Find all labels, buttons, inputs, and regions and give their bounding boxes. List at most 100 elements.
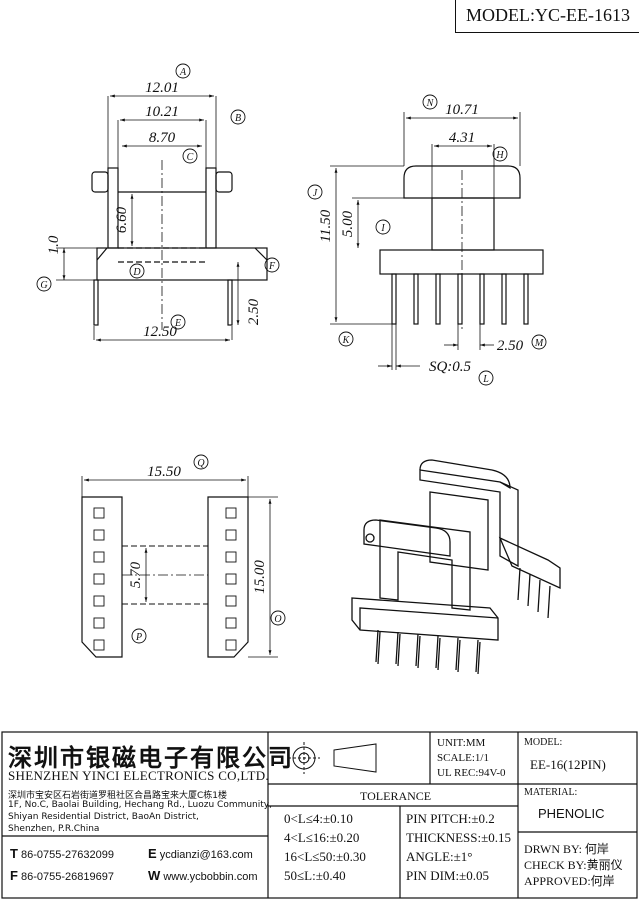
callout-i: I [380, 223, 385, 234]
address-line-3: Shenzhen, P.R.China [8, 824, 100, 834]
callout-m: M [534, 338, 544, 349]
bottom-view [81, 496, 249, 658]
front-right-pin [227, 279, 233, 326]
callout-k: K [342, 335, 351, 346]
iso-core [429, 491, 489, 571]
dim-c: 8.70 [149, 130, 176, 146]
dim-m: 2.50 [497, 338, 524, 354]
side-dimension-lines [330, 112, 521, 370]
bottom-dimension-lines [81, 476, 278, 658]
web-label: W [148, 868, 161, 883]
callout-e: E [174, 318, 181, 329]
dim-o: 15.00 [252, 560, 268, 594]
front-dimension-lines [56, 94, 240, 342]
tolerance-angle: ANGLE:±1° [406, 849, 473, 864]
front-right-tab [215, 171, 233, 193]
front-right-flange [205, 167, 217, 249]
company-name-en: SHENZHEN YINCI ELECTRONICS CO,LTD. [8, 768, 269, 783]
dim-p: 5.70 [128, 561, 144, 588]
tolerance-pin-pitch: PIN PITCH:±0.2 [406, 811, 495, 826]
side-core [431, 197, 495, 251]
callout-q: Q [197, 458, 205, 469]
dim-e: 12.50 [143, 324, 177, 340]
dim-i: 5.00 [340, 210, 356, 237]
side-top-cap [403, 165, 521, 199]
front-view [91, 160, 268, 330]
tolerance-thickness: THICKNESS:±0.15 [406, 830, 512, 845]
side-pins [391, 273, 529, 325]
dim-g: 1.0 [46, 235, 62, 254]
callout-p: P [135, 632, 142, 643]
title-block-frame [1, 731, 638, 899]
projection-symbol [288, 742, 377, 774]
iso-front-cap [363, 519, 451, 557]
callout-c: C [187, 152, 194, 163]
tolerance-range-2: 4<L≤16:±0.20 [284, 830, 360, 845]
callout-j: J [313, 188, 318, 199]
phone-number: 86-0755-27632099 [21, 849, 114, 861]
bottom-left-slots [93, 507, 105, 651]
model-header: MODEL:YC-EE-1613 [455, 0, 639, 33]
scale-label: SCALE:1/1 [437, 752, 489, 764]
iso-front-base [351, 597, 499, 641]
dim-a: 12.01 [145, 80, 179, 96]
fax-row: F 86-0755-26819697 [10, 868, 114, 883]
email-label: E [148, 846, 157, 861]
dim-d: 6.60 [114, 206, 130, 233]
front-base-chamfer [96, 247, 268, 261]
ul-rec-label: UL REC:94V-0 [437, 767, 506, 779]
check-by: CHECK BY:黄丽仪 [524, 858, 623, 872]
address-line-2: Shiyan Residential District, BaoAn Distr… [8, 812, 199, 822]
phone-row: T 86-0755-27632099 [10, 846, 114, 861]
unit-label: UNIT:MM [437, 737, 486, 749]
dim-l: SQ:0.5 [429, 359, 472, 375]
callout-l: L [482, 374, 489, 385]
company-name-cn: 深圳市银磁电子有限公司 [8, 744, 294, 772]
model-value: EE-16(12PIN) [530, 757, 606, 772]
dim-n: 10.71 [445, 102, 479, 118]
callout-g: G [40, 280, 47, 291]
side-base [379, 249, 544, 275]
front-left-flange [107, 167, 119, 249]
callout-d: D [132, 267, 141, 278]
material-label: MATERIAL: [524, 787, 578, 798]
callout-o: O [274, 614, 281, 625]
iso-pin-marker [365, 533, 375, 543]
tolerance-title: TOLERANCE [360, 789, 432, 803]
dimension-values: 12.01 10.21 8.70 6.60 1.0 2.50 12.50 10.… [46, 80, 524, 594]
tolerance-pin-dim: PIN DIM:±0.05 [406, 868, 489, 883]
drawn-by: DRWN BY: 何岸 [524, 842, 609, 856]
callout-circles [36, 63, 547, 644]
dim-j: 11.50 [318, 209, 334, 242]
phone-label: T [10, 846, 18, 861]
callout-letters: A B C D E F G H I J K L M N O P Q [40, 67, 543, 643]
callout-a: A [179, 67, 187, 78]
web-row: W www.ycbobbin.com [148, 868, 258, 883]
callout-f: F [268, 261, 276, 272]
fax-label: F [10, 868, 18, 883]
iso-front-flange [379, 519, 471, 611]
side-view [379, 165, 544, 330]
iso-rear-cap [419, 459, 511, 490]
iso-pins [375, 567, 551, 675]
address-line-cn: 深圳市宝安区石岩街道罗租社区合昌路宝来大厦C栋1楼 [8, 791, 228, 801]
email-row: E ycdianzi@163.com [148, 846, 253, 861]
dim-q: 15.50 [147, 464, 181, 480]
email-address: ycdianzi@163.com [159, 849, 253, 861]
web-address: www.ycbobbin.com [163, 871, 258, 883]
front-left-pin [93, 279, 99, 326]
callout-h: H [495, 150, 504, 161]
material-value: PHENOLIC [538, 806, 605, 821]
tolerance-range-3: 16<L≤50:±0.30 [284, 849, 366, 864]
fax-number: 86-0755-26819697 [21, 871, 114, 883]
dim-b: 10.21 [145, 104, 179, 120]
model-label: MODEL: [524, 737, 563, 748]
bottom-right-rail [207, 496, 249, 658]
callout-b: B [235, 113, 241, 124]
address-line-1: 1F, No.C, Baolai Building, Hechang Rd., … [8, 800, 272, 810]
dim-h: 4.31 [449, 130, 475, 146]
bottom-left-rail [81, 496, 123, 658]
front-left-tab [91, 171, 109, 193]
